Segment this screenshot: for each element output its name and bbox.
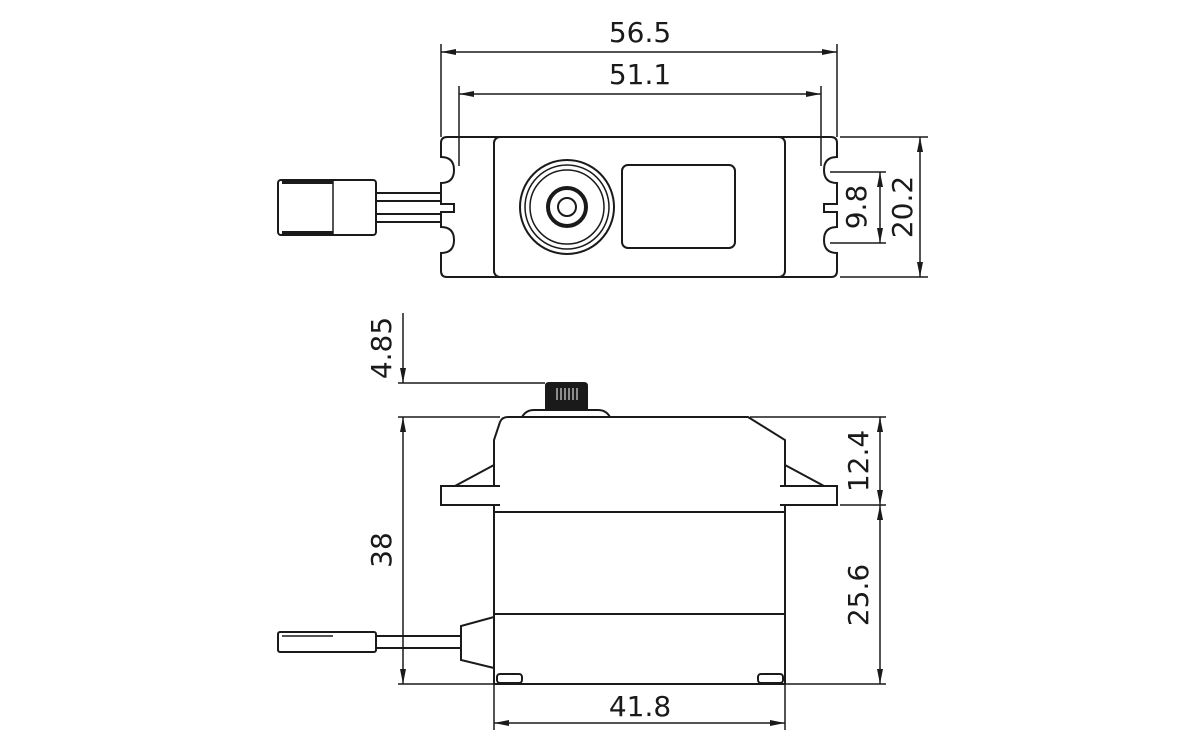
case-outline-side xyxy=(493,416,786,685)
dim-label-4-85: 4.85 xyxy=(365,317,398,379)
dim-label-38: 38 xyxy=(365,532,398,568)
output-spline-side xyxy=(521,382,611,418)
case-body xyxy=(493,136,786,278)
connector-top xyxy=(277,179,377,236)
side-view: 4.85 38 12.4 25.6 41.8 xyxy=(277,313,886,730)
dimension-flange-width: 20.2 xyxy=(840,136,928,278)
dimension-hole-spacing: 51.1 xyxy=(458,58,822,166)
cable-top xyxy=(376,192,441,223)
cable-exit xyxy=(460,616,495,669)
dimension-top-case-height: 12.4 xyxy=(750,416,886,506)
dimension-spline-height: 4.85 xyxy=(365,313,545,384)
dimension-overall-length: 56.5 xyxy=(440,16,838,137)
foot-left xyxy=(496,673,523,684)
dimension-lower-case-height: 25.6 xyxy=(785,505,886,685)
label-area xyxy=(621,164,736,249)
dim-label-9-8: 9.8 xyxy=(840,185,873,230)
connector-side xyxy=(277,631,377,653)
dim-label-51-1: 51.1 xyxy=(609,58,671,91)
dim-label-20-2: 20.2 xyxy=(886,176,919,238)
dim-label-41-8: 41.8 xyxy=(609,690,671,723)
output-spline-icon xyxy=(519,159,615,255)
dim-label-56-5: 56.5 xyxy=(609,16,671,49)
dim-label-25-6: 25.6 xyxy=(842,564,875,626)
dimension-total-height: 38 xyxy=(365,416,500,685)
mounting-ear-right xyxy=(780,464,838,506)
dimension-case-length: 41.8 xyxy=(493,684,786,730)
foot-right xyxy=(757,673,784,684)
dim-label-12-4: 12.4 xyxy=(842,430,875,492)
dimension-hole-pitch: 9.8 xyxy=(830,171,886,244)
top-view: 56.5 51.1 9.8 20.2 xyxy=(277,16,928,278)
mounting-flange xyxy=(440,136,838,278)
mounting-ear-left xyxy=(440,464,500,506)
